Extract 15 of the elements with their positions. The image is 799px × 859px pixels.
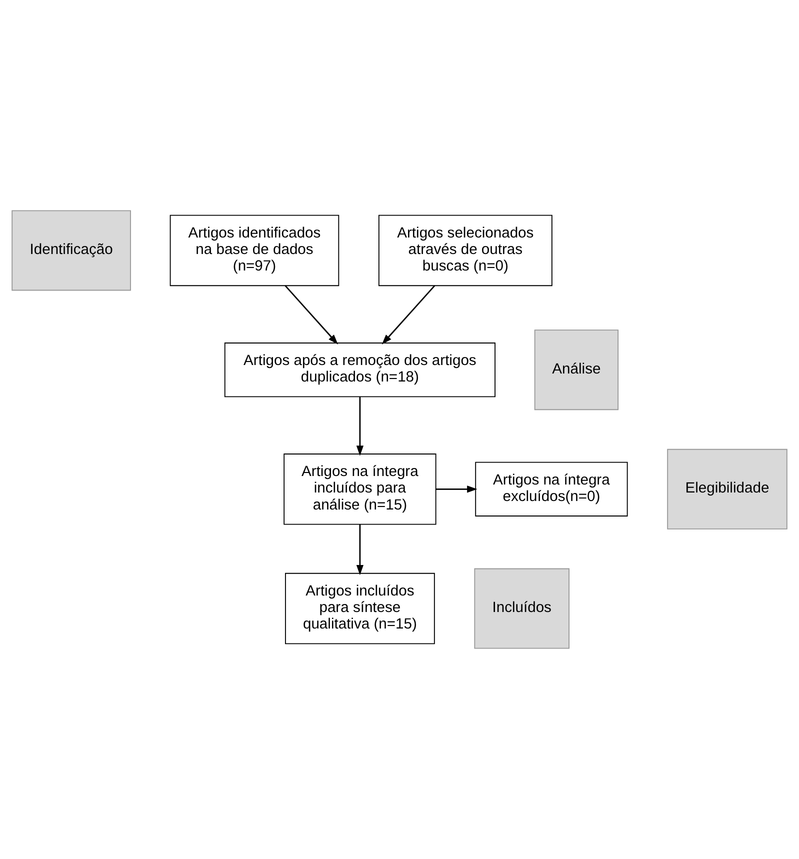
arrow xyxy=(356,396,364,456)
node-box: Artigos selecionados através de outras buscas (n=0) xyxy=(378,214,552,286)
node-box: Artigos incluídos para síntese qualitativa (n=15) xyxy=(285,572,435,644)
node-box: Elegibilidade xyxy=(667,448,788,530)
node-box: Artigos na íntegra incluídos para análise (n=15) xyxy=(284,454,436,525)
arrow xyxy=(382,285,436,345)
arrow xyxy=(284,285,338,345)
node-box: Incluídos xyxy=(474,568,570,649)
arrow xyxy=(436,486,478,493)
node-box: Artigos identificados na base de dados (n=97) xyxy=(170,214,340,286)
node-box: Identificação xyxy=(12,210,131,291)
node-box: Artigos na íntegra excluídos(n=0) xyxy=(475,462,628,516)
arrow xyxy=(356,524,364,576)
node-box: Análise xyxy=(534,330,619,410)
node-box: Artigos após a remoção dos artigos duplicados (n=18) xyxy=(224,342,496,398)
